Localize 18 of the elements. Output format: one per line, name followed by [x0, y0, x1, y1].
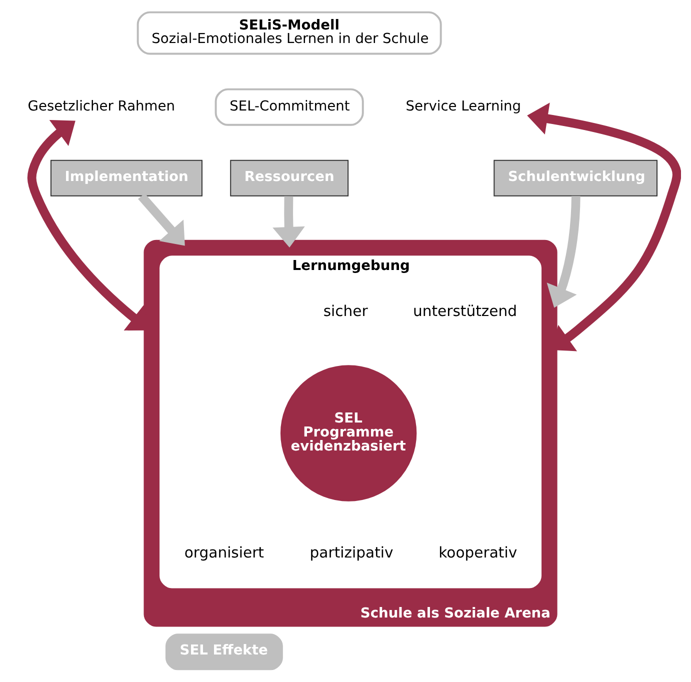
- label: sicher: [323, 302, 368, 320]
- arrow: [527, 102, 681, 352]
- node-box: Ressourcen: [230, 160, 349, 196]
- node-text: Service Learning: [406, 98, 522, 115]
- node-circle: SEL Programme evidenzbasiert: [280, 365, 417, 502]
- label: partizipativ: [310, 544, 394, 562]
- node-box: SELiS-Modell Sozial-Emotionales Lernen in der Schule: [136, 11, 442, 55]
- node-box: Schulentwicklung: [494, 160, 658, 196]
- arrow: [546, 196, 580, 308]
- node-text: Gesetzlicher Rahmen: [28, 98, 175, 115]
- arrow: [138, 193, 185, 246]
- node-box: Implementation: [50, 160, 202, 196]
- label: organisiert: [184, 544, 264, 562]
- node-box: SEL-Commitment: [214, 88, 364, 126]
- label: unterstützend: [412, 302, 518, 320]
- label: kooperativ: [438, 544, 518, 562]
- node-box: SEL Effekte: [165, 634, 283, 670]
- arrow: [272, 196, 305, 248]
